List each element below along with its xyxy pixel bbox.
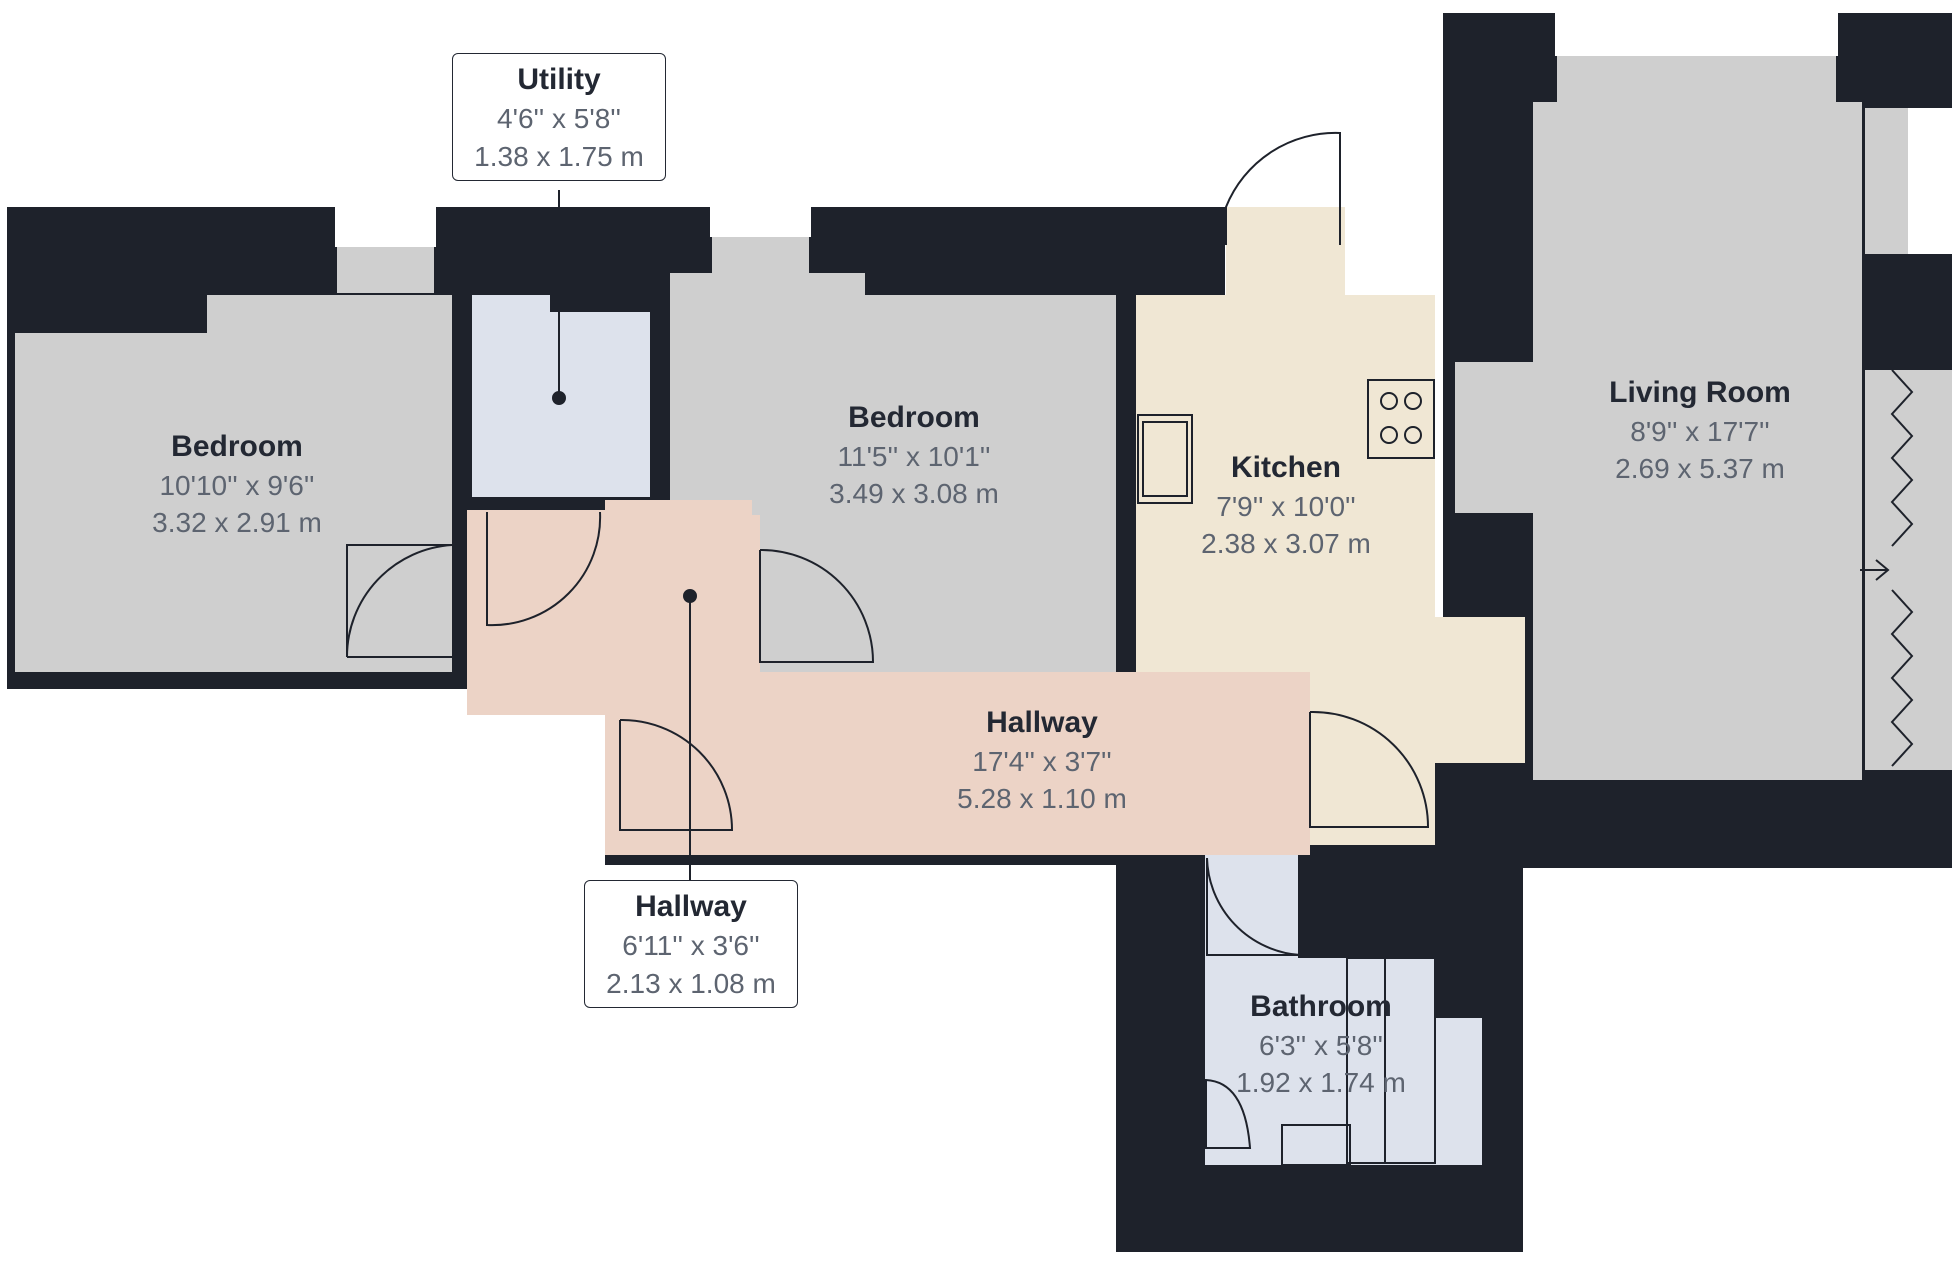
door-hallway-left: [619, 718, 734, 831]
room-name: Bathroom: [1250, 990, 1392, 1023]
room-dims-metric: 2.69 x 5.37 m: [1615, 453, 1785, 484]
door-utility: [486, 511, 602, 627]
kitchen-floor: [1136, 207, 1525, 845]
hallway-floor: [467, 500, 1310, 855]
living-room-floor: [1455, 102, 1862, 780]
room-name: Hallway: [986, 706, 1098, 739]
room-name: Bedroom: [171, 430, 303, 463]
folding-doors-lower: [1890, 589, 1914, 767]
room-callout-hallway-small: Hallway 6'11'' x 3'6'' 2.13 x 1.08 m: [584, 880, 798, 1008]
bedroom-left-floor: [15, 295, 452, 672]
room-name: Kitchen: [1230, 451, 1341, 484]
room-dims-imperial: 10'10'' x 9'6'': [159, 470, 315, 501]
bathtub-outline: [1346, 957, 1436, 1164]
leader-lines: [552, 190, 697, 880]
room-dims-metric: 1.92 x 1.74 m: [1236, 1067, 1406, 1098]
room-label-bedroom-left: Bedroom 10'10'' x 9'6'' 3.32 x 2.91 m: [152, 427, 322, 541]
bathroom-basin: [1281, 1124, 1351, 1166]
room-label-bathroom: Bathroom 6'3'' x 5'8'' 1.92 x 1.74 m: [1236, 987, 1406, 1101]
room-dims-imperial: 7'9'' x 10'0'': [1216, 491, 1356, 522]
bathroom-floor: [1205, 855, 1482, 1165]
room-name: Bedroom: [848, 401, 980, 434]
room-dims-metric: 2.38 x 3.07 m: [1201, 528, 1371, 559]
room-callout-utility: Utility 4'6'' x 5'8'' 1.38 x 1.75 m: [452, 53, 666, 181]
fixtures: [1137, 379, 1436, 1166]
room-label-kitchen: Kitchen 7'9'' x 10'0'' 2.38 x 3.07 m: [1201, 448, 1371, 562]
room-name: Hallway: [635, 890, 747, 923]
room-label-bedroom-center: Bedroom 11'5'' x 10'1'' 3.49 x 3.08 m: [829, 398, 999, 512]
room-name: Utility: [517, 63, 601, 96]
room-dims-imperial: 6'3'' x 5'8'': [1259, 1030, 1383, 1061]
room-label-hallway-main: Hallway 17'4'' x 3'7'' 5.28 x 1.10 m: [957, 703, 1127, 817]
door-external: [1225, 131, 1341, 245]
room-dims-metric: 1.38 x 1.75 m: [474, 141, 644, 172]
folding-doors-upper: [1890, 369, 1914, 547]
kitchen-sink: [1137, 414, 1193, 504]
room-dims-metric: 3.32 x 2.91 m: [152, 507, 322, 538]
door-bathroom: [1206, 858, 1300, 956]
room-dims-metric: 2.13 x 1.08 m: [606, 968, 776, 999]
room-name: Living Room: [1609, 376, 1791, 409]
room-dims-metric: 3.49 x 3.08 m: [829, 478, 999, 509]
door-kitchen: [1309, 710, 1430, 828]
room-dims-imperial: 17'4'' x 3'7'': [972, 746, 1112, 777]
room-label-living-room: Living Room 8'9'' x 17'7'' 2.69 x 5.37 m: [1609, 373, 1791, 487]
kitchen-hob: [1367, 379, 1435, 459]
door-swings: [345, 131, 1914, 956]
door-bedroom-center: [759, 548, 875, 663]
room-dims-metric: 5.28 x 1.10 m: [957, 783, 1127, 814]
room-dims-imperial: 11'5'' x 10'1'': [837, 441, 991, 472]
door-bedroom-left: [345, 544, 453, 658]
toilet: [1205, 1078, 1252, 1149]
room-dims-imperial: 6'11'' x 3'6'': [622, 930, 760, 961]
room-dims-imperial: 8'9'' x 17'7'': [1630, 416, 1770, 447]
bedroom-center-floor: [670, 273, 1116, 672]
room-dims-imperial: 4'6'' x 5'8'': [497, 103, 621, 134]
